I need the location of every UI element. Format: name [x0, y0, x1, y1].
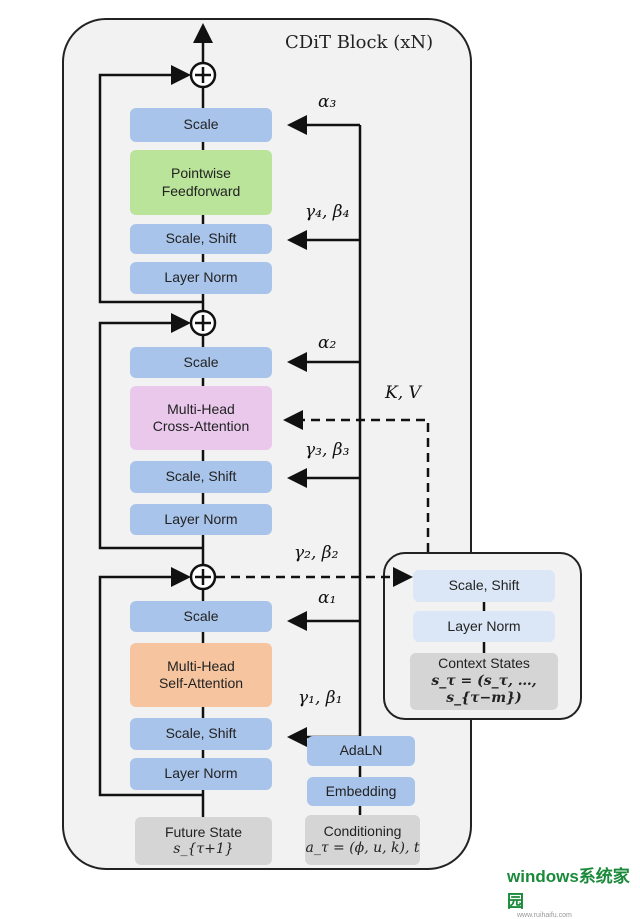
gamma2-beta2-label: γ₂, β₂ — [294, 543, 339, 563]
scale-shift-block-4: Scale, Shift — [130, 224, 272, 254]
label: Layer Norm — [164, 765, 238, 782]
gamma1-beta1-label: γ₁, β₁ — [298, 688, 343, 708]
context-scale-shift-block: Scale, Shift — [413, 570, 555, 602]
label: Context States — [438, 655, 530, 672]
scale-shift-block-1: Scale, Shift — [130, 718, 272, 750]
label: Cross-Attention — [152, 418, 250, 434]
scale-block-2: Scale — [130, 347, 272, 378]
label: Scale — [183, 353, 219, 370]
label: Embedding — [325, 782, 397, 799]
label: Multi-Head — [167, 657, 235, 674]
kv-label: K, V — [385, 383, 421, 403]
label: Layer Norm — [164, 510, 238, 527]
adaln-block: AdaLN — [307, 736, 415, 766]
label: Layer Norm — [447, 617, 521, 634]
label: Multi-Head — [167, 400, 235, 417]
label: Pointwise — [171, 165, 231, 181]
watermark-brand: windows系统家园 — [507, 867, 630, 911]
label: Scale, Shift — [448, 577, 520, 594]
label: Future State — [164, 823, 243, 840]
scale-block-1: Scale — [130, 601, 272, 632]
math-label: a_τ = (ϕ, u, k), t — [305, 840, 420, 856]
label: Scale — [183, 116, 219, 133]
label: Layer Norm — [164, 269, 238, 286]
label: Scale, Shift — [165, 230, 237, 247]
alpha3-label: α₃ — [318, 92, 337, 112]
gamma4-beta4-label: γ₄, β₄ — [305, 202, 350, 222]
scale-block-3: Scale — [130, 108, 272, 142]
label: Scale — [183, 607, 219, 624]
context-layer-norm-block: Layer Norm — [413, 611, 555, 642]
block-title: CDiT Block (xN) — [285, 32, 434, 53]
math-label: s_τ = (s_τ, …, s_{τ−m}) — [431, 672, 537, 707]
watermark-url: www.ruihaifu.com — [517, 912, 572, 919]
label: AdaLN — [339, 742, 383, 759]
gamma3-beta3-label: γ₃, β₃ — [305, 440, 350, 460]
alpha1-label: α₁ — [318, 588, 337, 608]
label: Conditioning — [323, 822, 402, 839]
layer-norm-block-2: Layer Norm — [130, 504, 272, 535]
embedding-block: Embedding — [307, 777, 415, 806]
watermark-logo: windows系统家园 www.ruihaifu.com — [507, 862, 640, 919]
label: Scale, Shift — [165, 468, 237, 485]
label: Feedforward — [161, 182, 241, 199]
layer-norm-block-1: Layer Norm — [130, 758, 272, 790]
label: Self-Attention — [158, 675, 244, 691]
layer-norm-block-3: Layer Norm — [130, 262, 272, 294]
label: Scale, Shift — [165, 725, 237, 742]
scale-shift-block-3: Scale, Shift — [130, 461, 272, 493]
alpha2-label: α₂ — [318, 333, 337, 353]
math-label: s_{τ+1} — [173, 841, 234, 857]
